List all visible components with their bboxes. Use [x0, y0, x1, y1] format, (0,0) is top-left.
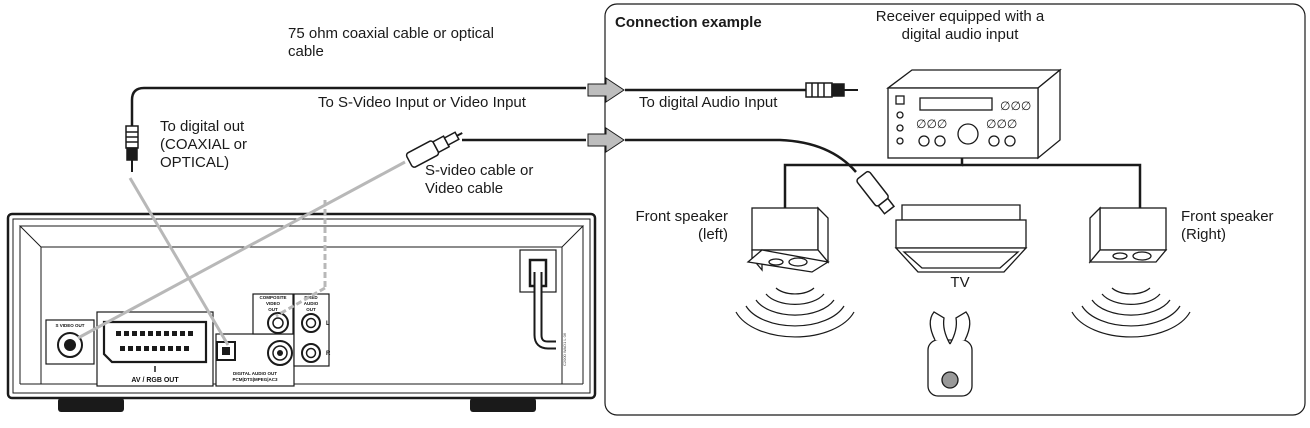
- cable-type-label: 75 ohm coaxial cable or optical cable: [288, 25, 494, 60]
- composite-label-2: VIDEO: [266, 301, 281, 306]
- s-video-plug-right: [856, 170, 896, 215]
- gray-cables: [77, 160, 406, 346]
- fixed-audio-label-1: FIXED: [304, 295, 318, 300]
- scart-connector: [102, 320, 208, 364]
- audio-r-label: R: [326, 351, 331, 357]
- front-speaker-left-label: Front speaker (left): [635, 208, 728, 243]
- listener: [927, 311, 973, 397]
- dvd-player-rear: S VIDEO OUT AV / RGB OUT DIGITAL AUDIO O…: [6, 212, 597, 412]
- arrows: [587, 77, 625, 153]
- fixed-audio-label-2: AUDIO: [304, 301, 319, 306]
- svg-text:∅∅∅: ∅∅∅: [986, 117, 1017, 131]
- coaxial-plug-horizontal: [805, 82, 858, 98]
- speaker-right: [1088, 206, 1168, 264]
- arrow-video: [587, 127, 625, 153]
- speaker-left: [746, 206, 830, 273]
- composite-label-1: COMPOSITE: [259, 295, 286, 300]
- to-svideo-input-label: To S-Video Input or Video Input: [318, 94, 526, 111]
- sound-waves-left: [735, 287, 855, 338]
- to-digital-audio-input-label: To digital Audio Input: [639, 94, 778, 111]
- to-digital-out-label: To digital out (COAXIAL or OPTICAL): [160, 118, 247, 171]
- front-speaker-right-label: Front speaker (Right): [1181, 208, 1274, 243]
- digital-audio-out-label: DIGITAL AUDIO OUT: [233, 371, 277, 376]
- connection-example-title: Connection example: [615, 14, 762, 31]
- av-rgb-out-label: AV / RGB OUT: [131, 377, 179, 384]
- sound-waves-right: [1071, 287, 1191, 338]
- receiver: ∅∅∅ ∅∅∅ ∅∅∅: [886, 68, 1062, 160]
- arrow-digital: [587, 77, 625, 103]
- digital-audio-out-formats: PCM|DTS|MPEG|AC3: [232, 377, 278, 382]
- receiver-label: Receiver equipped with a digital audio i…: [875, 8, 1045, 43]
- connection-example-panel: [604, 3, 1306, 416]
- document-code: C2000 WAD1 L 06: [562, 332, 567, 366]
- tv-label: TV: [950, 274, 970, 291]
- fixed-audio-label-3: OUT: [306, 307, 316, 312]
- coaxial-plug-vertical: [125, 125, 139, 172]
- s-video-out-label: S VIDEO OUT: [55, 323, 84, 328]
- svideo-cable-label: S-video cable or Video cable: [425, 162, 534, 197]
- composite-label-3: OUT: [268, 307, 278, 312]
- s-video-plug-left: [405, 131, 463, 168]
- tv: [894, 204, 1028, 273]
- black-cables: [130, 86, 1142, 208]
- audio-l-label: L: [326, 321, 330, 327]
- svg-text:∅∅∅: ∅∅∅: [916, 117, 947, 131]
- foot-left: [58, 398, 124, 412]
- foot-right: [470, 398, 536, 412]
- svg-text:∅∅∅: ∅∅∅: [1000, 99, 1031, 113]
